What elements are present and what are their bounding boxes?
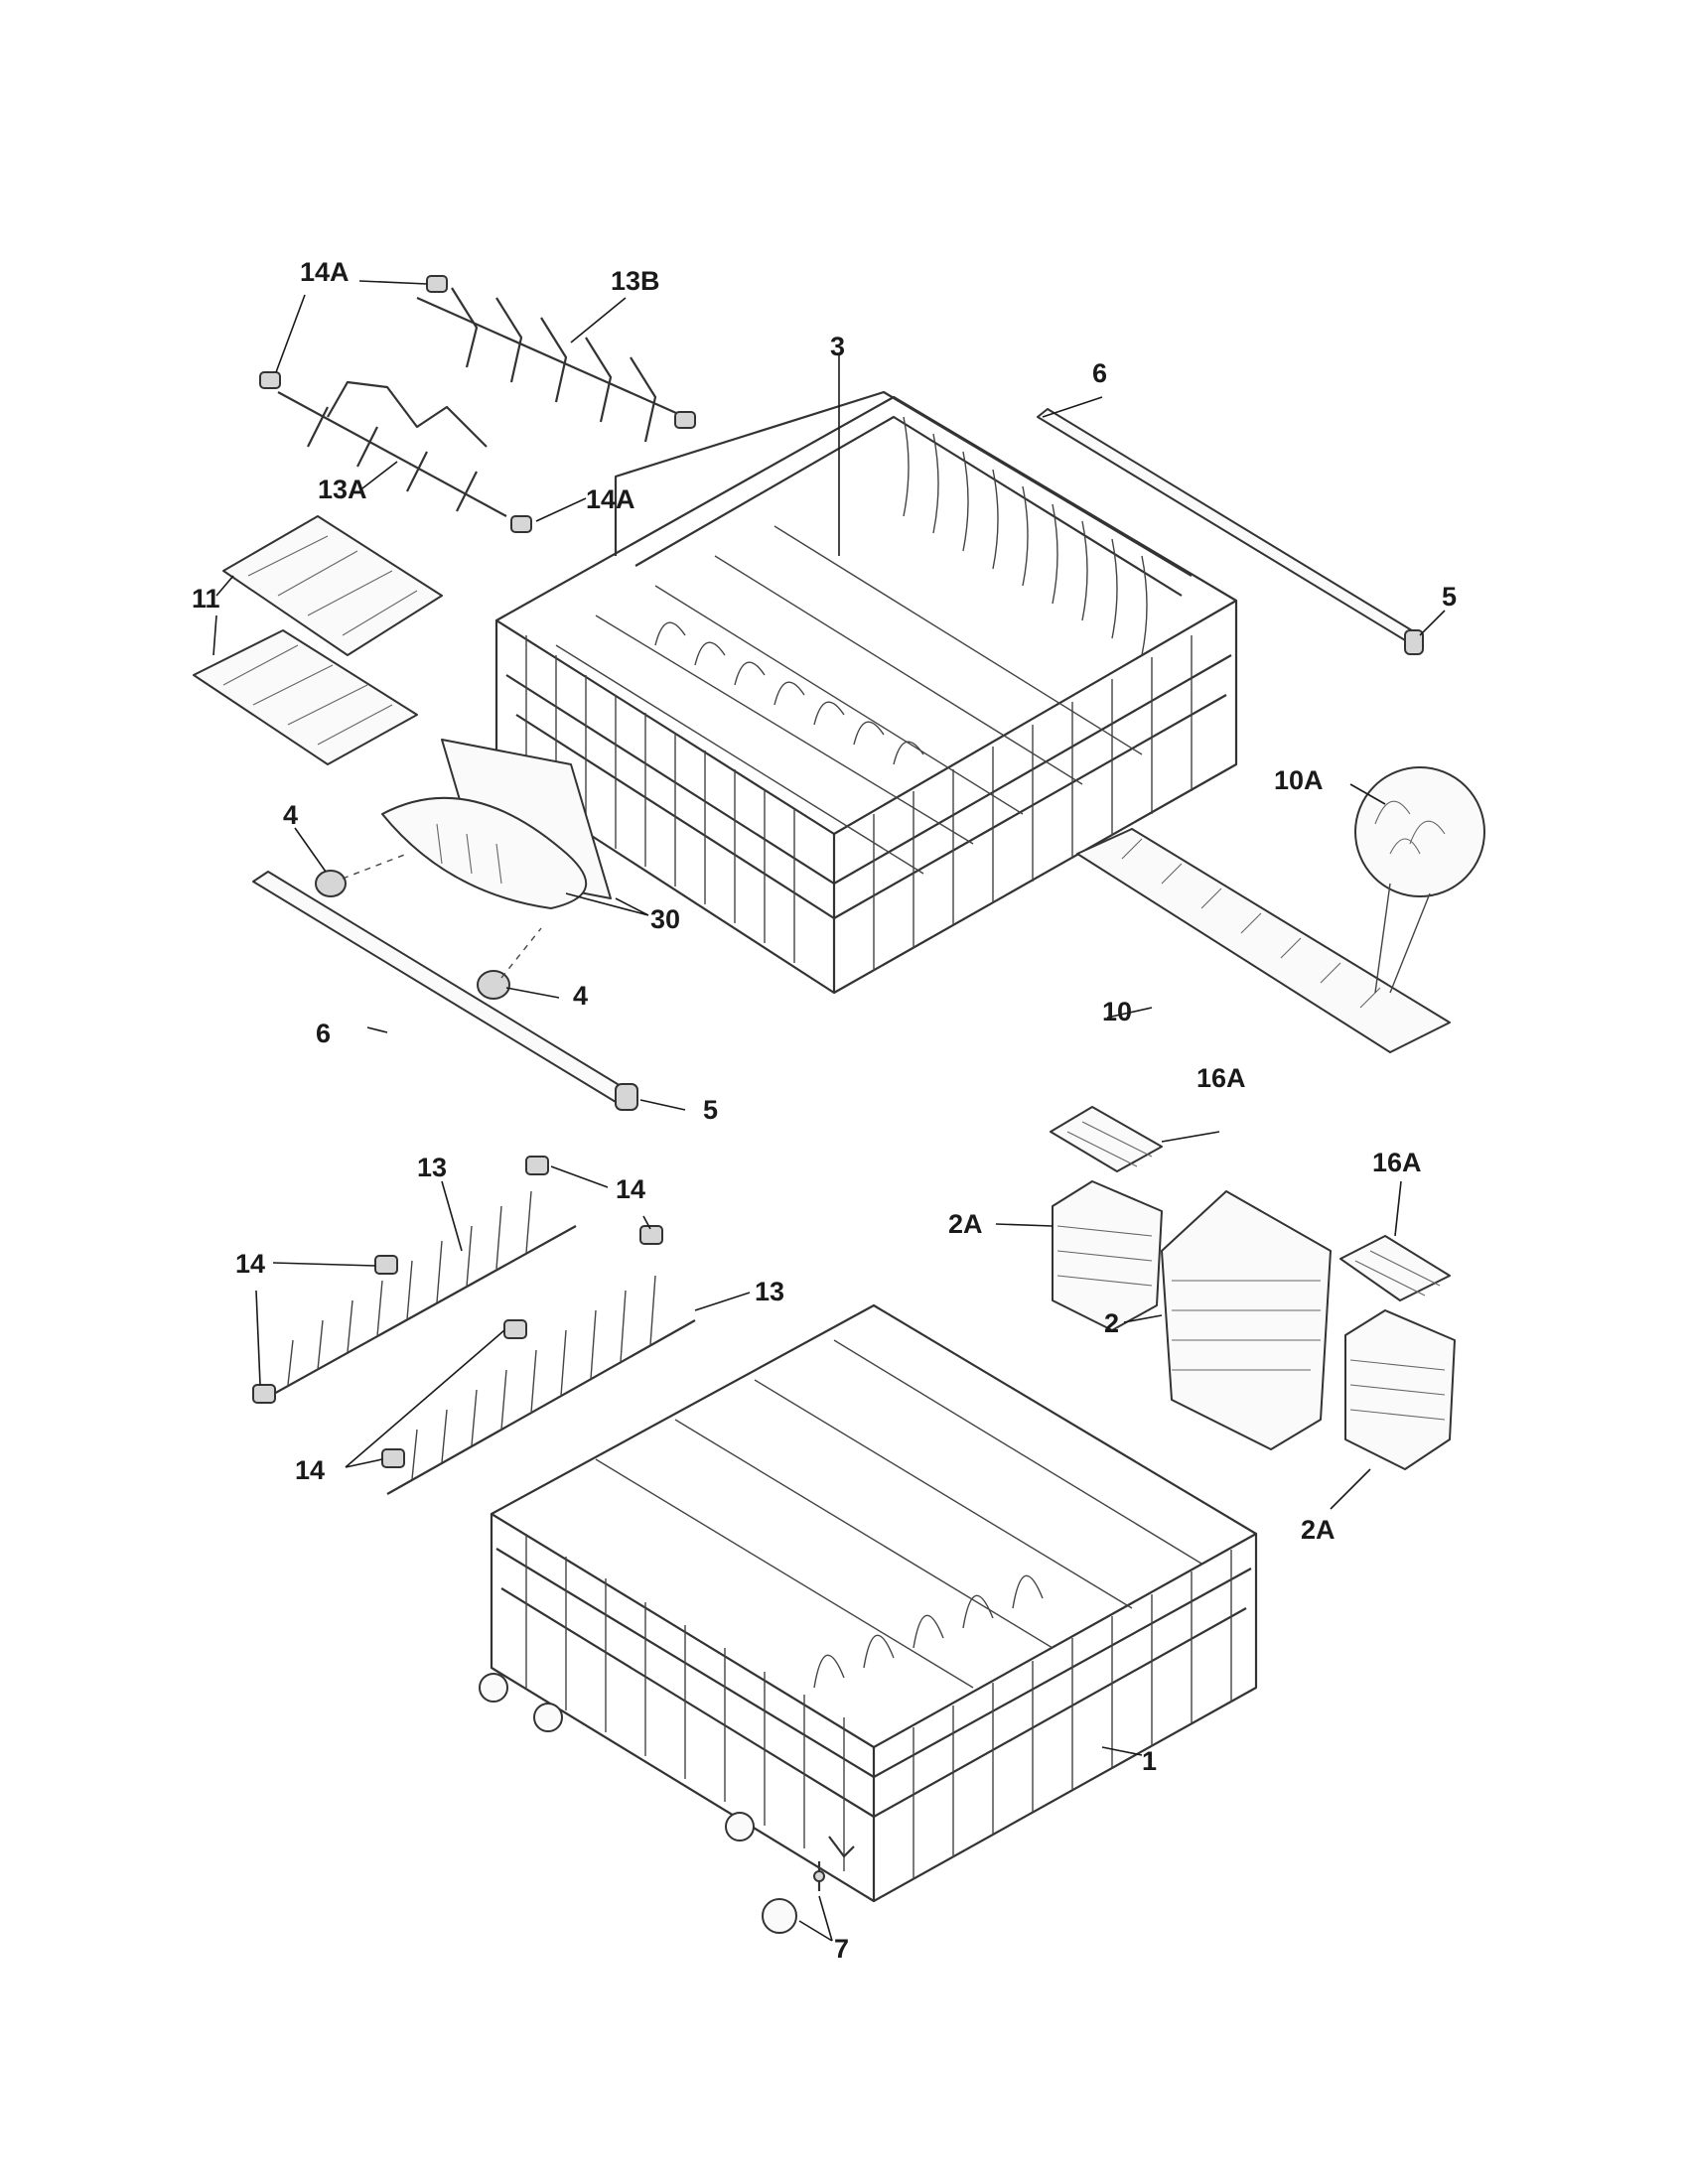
callout-2: 2 [1104, 1308, 1119, 1338]
callout-4-right: 4 [573, 981, 588, 1011]
part-10-utensil-tray [1076, 828, 1451, 1053]
part-2A-basket-bottom [1344, 1309, 1456, 1470]
callout-5-top: 5 [1442, 582, 1457, 612]
clip-14-4 [252, 1384, 276, 1404]
clip-14-2 [639, 1225, 663, 1245]
part-2A-basket-top [1052, 1180, 1163, 1331]
part-5-endcap-bottom [615, 1083, 638, 1111]
part-6-rail-top [1037, 408, 1421, 644]
part-5-endcap-top [1404, 629, 1424, 655]
part-13A-tine-row [277, 380, 507, 517]
callout-7: 7 [834, 1934, 849, 1964]
part-13-tine-row-top [262, 1190, 577, 1401]
clip-14A-2 [259, 371, 281, 389]
part-2-basket-center [1161, 1190, 1332, 1450]
callout-14-b: 14 [616, 1174, 645, 1204]
callout-14-c: 14 [295, 1455, 325, 1485]
clip-14-6 [381, 1448, 405, 1468]
part-16A-cover-top [1050, 1106, 1163, 1172]
callout-30: 30 [650, 904, 680, 934]
lower-rack [479, 1303, 1258, 1903]
part-16A-cover-right [1339, 1235, 1451, 1301]
callout-14A-top: 14A [300, 257, 350, 287]
callout-1: 1 [1142, 1746, 1157, 1776]
callout-2A-bottom: 2A [1301, 1515, 1336, 1545]
part-10A-detail-magnifier [1354, 766, 1485, 994]
callout-13-right: 13 [755, 1277, 784, 1306]
clip-14A-3 [674, 411, 696, 429]
part-11-cup-shelf [193, 515, 443, 765]
clip-14-3 [374, 1255, 398, 1275]
callout-labels: 14A 13B 13A 14A 3 6 5 11 10A 4 30 4 10 6… [192, 257, 1457, 1964]
callout-10A: 10A [1274, 765, 1324, 795]
callout-14A-mid: 14A [586, 484, 635, 514]
callout-3: 3 [830, 332, 845, 361]
callout-13A: 13A [318, 475, 367, 504]
part-4-knob-right [477, 970, 510, 1000]
callout-13-top: 13 [417, 1153, 447, 1182]
callout-6-bottom: 6 [316, 1019, 331, 1048]
callout-6-top: 6 [1092, 358, 1107, 388]
callout-2A-top: 2A [948, 1209, 983, 1239]
part-30-bracket [381, 739, 612, 909]
clip-14-1 [525, 1156, 549, 1175]
leader-lines [212, 280, 1446, 1942]
clip-14A-1 [426, 275, 448, 293]
callout-16A-right: 16A [1372, 1148, 1422, 1177]
clip-14A-4 [510, 515, 532, 533]
callout-16A-top: 16A [1196, 1063, 1246, 1093]
part-4-knob-left [315, 870, 347, 897]
callout-5-bottom: 5 [703, 1095, 718, 1125]
callout-14-a: 14 [235, 1249, 265, 1279]
part-13B-tine-row [416, 287, 686, 443]
clip-14-5 [503, 1319, 527, 1339]
part-13-tine-row-bottom [386, 1275, 696, 1495]
upper-rack [494, 390, 1238, 995]
callout-10: 10 [1102, 997, 1132, 1026]
callout-13B: 13B [611, 266, 660, 296]
callout-4-left: 4 [283, 800, 298, 830]
callout-11: 11 [192, 584, 220, 614]
part-7-wheel-and-axle [762, 1861, 825, 1934]
